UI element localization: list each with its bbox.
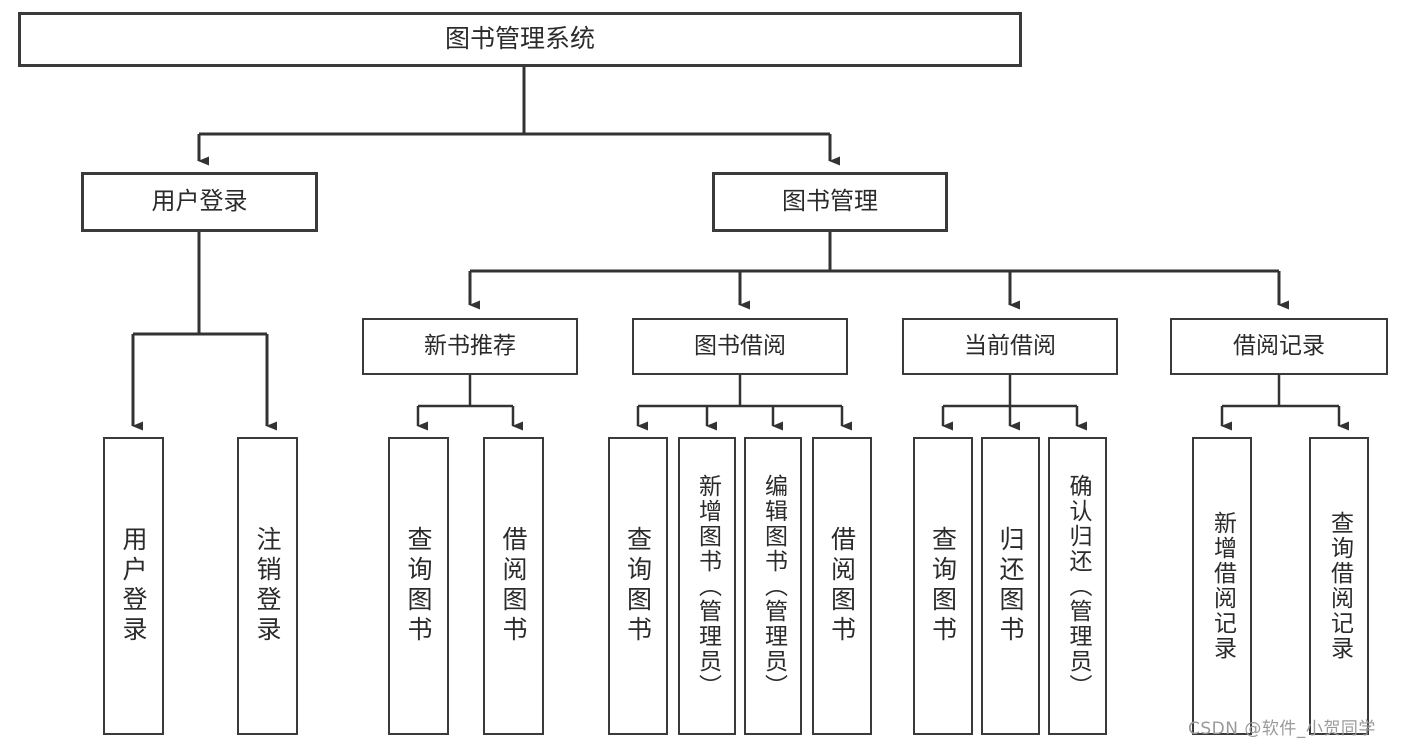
node-leaf-edit-book[interactable]: 编辑图书（管理员） [744,437,802,735]
node-leaf-query-book-3[interactable]: 查询图书 [913,437,973,735]
node-leaf-query-book-1-label: 查询图书 [404,526,433,646]
node-new-book-recommend-label: 新书推荐 [424,333,516,360]
node-current-borrow[interactable]: 当前借阅 [902,318,1118,375]
node-user-login[interactable]: 用户登录 [81,172,318,232]
node-leaf-user-logout[interactable]: 注销登录 [237,437,298,735]
node-leaf-user-login-label: 用户登录 [119,526,148,646]
node-leaf-query-record-label: 查询借阅记录 [1326,511,1353,661]
node-leaf-confirm-return[interactable]: 确认归还（管理员） [1048,437,1107,735]
node-leaf-borrow-book-1[interactable]: 借阅图书 [483,437,544,735]
node-borrow-record[interactable]: 借阅记录 [1170,318,1388,375]
node-leaf-query-record[interactable]: 查询借阅记录 [1309,437,1369,735]
node-borrow-record-label: 借阅记录 [1233,333,1325,360]
node-current-borrow-label: 当前借阅 [964,333,1056,360]
node-leaf-add-record-label: 新增借阅记录 [1209,511,1236,661]
node-leaf-edit-book-label: 编辑图书（管理员） [760,473,787,699]
node-leaf-query-book-1[interactable]: 查询图书 [388,437,449,735]
node-leaf-user-logout-label: 注销登录 [253,526,282,646]
node-new-book-recommend[interactable]: 新书推荐 [362,318,578,375]
node-leaf-borrow-book-2-label: 借阅图书 [827,526,857,646]
node-book-borrow-label: 图书借阅 [694,333,786,360]
node-leaf-add-record[interactable]: 新增借阅记录 [1192,437,1252,735]
node-leaf-borrow-book-2[interactable]: 借阅图书 [812,437,872,735]
node-leaf-return-book[interactable]: 归还图书 [981,437,1040,735]
node-leaf-add-book-label: 新增图书（管理员） [694,473,721,699]
node-leaf-confirm-return-label: 确认归还（管理员） [1065,473,1091,699]
node-leaf-query-book-3-label: 查询图书 [928,526,958,646]
node-book-borrow[interactable]: 图书借阅 [632,318,848,375]
node-leaf-return-book-label: 归还图书 [996,526,1025,646]
node-book-manage[interactable]: 图书管理 [712,172,948,232]
node-leaf-add-book[interactable]: 新增图书（管理员） [678,437,736,735]
node-leaf-query-book-2[interactable]: 查询图书 [608,437,668,735]
node-leaf-borrow-book-1-label: 借阅图书 [499,526,528,646]
node-user-login-label: 用户登录 [151,187,248,216]
node-leaf-user-login[interactable]: 用户登录 [103,437,164,735]
node-leaf-query-book-2-label: 查询图书 [623,526,653,646]
node-root-label: 图书管理系统 [444,24,595,54]
node-root[interactable]: 图书管理系统 [18,12,1022,67]
node-book-manage-label: 图书管理 [782,187,878,216]
